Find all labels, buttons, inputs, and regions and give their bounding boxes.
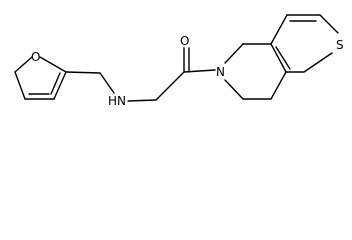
bond-c3-c4 xyxy=(270,71,287,100)
bond-furan-c1-c2 xyxy=(53,71,67,100)
atom-thiophene-sulfur: S xyxy=(336,38,344,52)
atom-amine: HN xyxy=(108,94,126,108)
atom-ring-nitrogen: N xyxy=(216,65,225,79)
piperidine-ring xyxy=(224,43,287,100)
bond-ch2-nh xyxy=(99,72,115,94)
linker-chain xyxy=(65,47,216,102)
bond-furan-o-c1 xyxy=(39,56,67,73)
bond-thio-c2-c3 xyxy=(270,14,288,45)
atom-furan-oxygen: O xyxy=(31,50,40,64)
bond-thio-s-c5 xyxy=(303,52,333,73)
bond-c2-c3 xyxy=(270,43,287,73)
furan-ring xyxy=(14,56,67,100)
bond-n-c1 xyxy=(224,43,244,64)
bond-c5-n xyxy=(224,79,244,100)
structure-canvas: O HN O N S xyxy=(0,0,352,111)
bond-furan-c4-o xyxy=(14,56,33,73)
bond-thio-c4-s xyxy=(319,14,339,34)
bond-furan-ch2 xyxy=(65,71,101,74)
bond-nh-ch2 xyxy=(127,99,157,102)
bond-furan-c1-c2-inner xyxy=(50,72,61,95)
bond-ch2-carbonyl xyxy=(155,71,185,101)
thiophene-ring xyxy=(270,14,339,73)
molecule-drawing: O HN O N S xyxy=(14,14,344,108)
bond-thio-fused-inner xyxy=(275,46,291,70)
bond-furan-c3-c4 xyxy=(14,71,26,100)
atom-carbonyl-oxygen: O xyxy=(180,34,189,48)
